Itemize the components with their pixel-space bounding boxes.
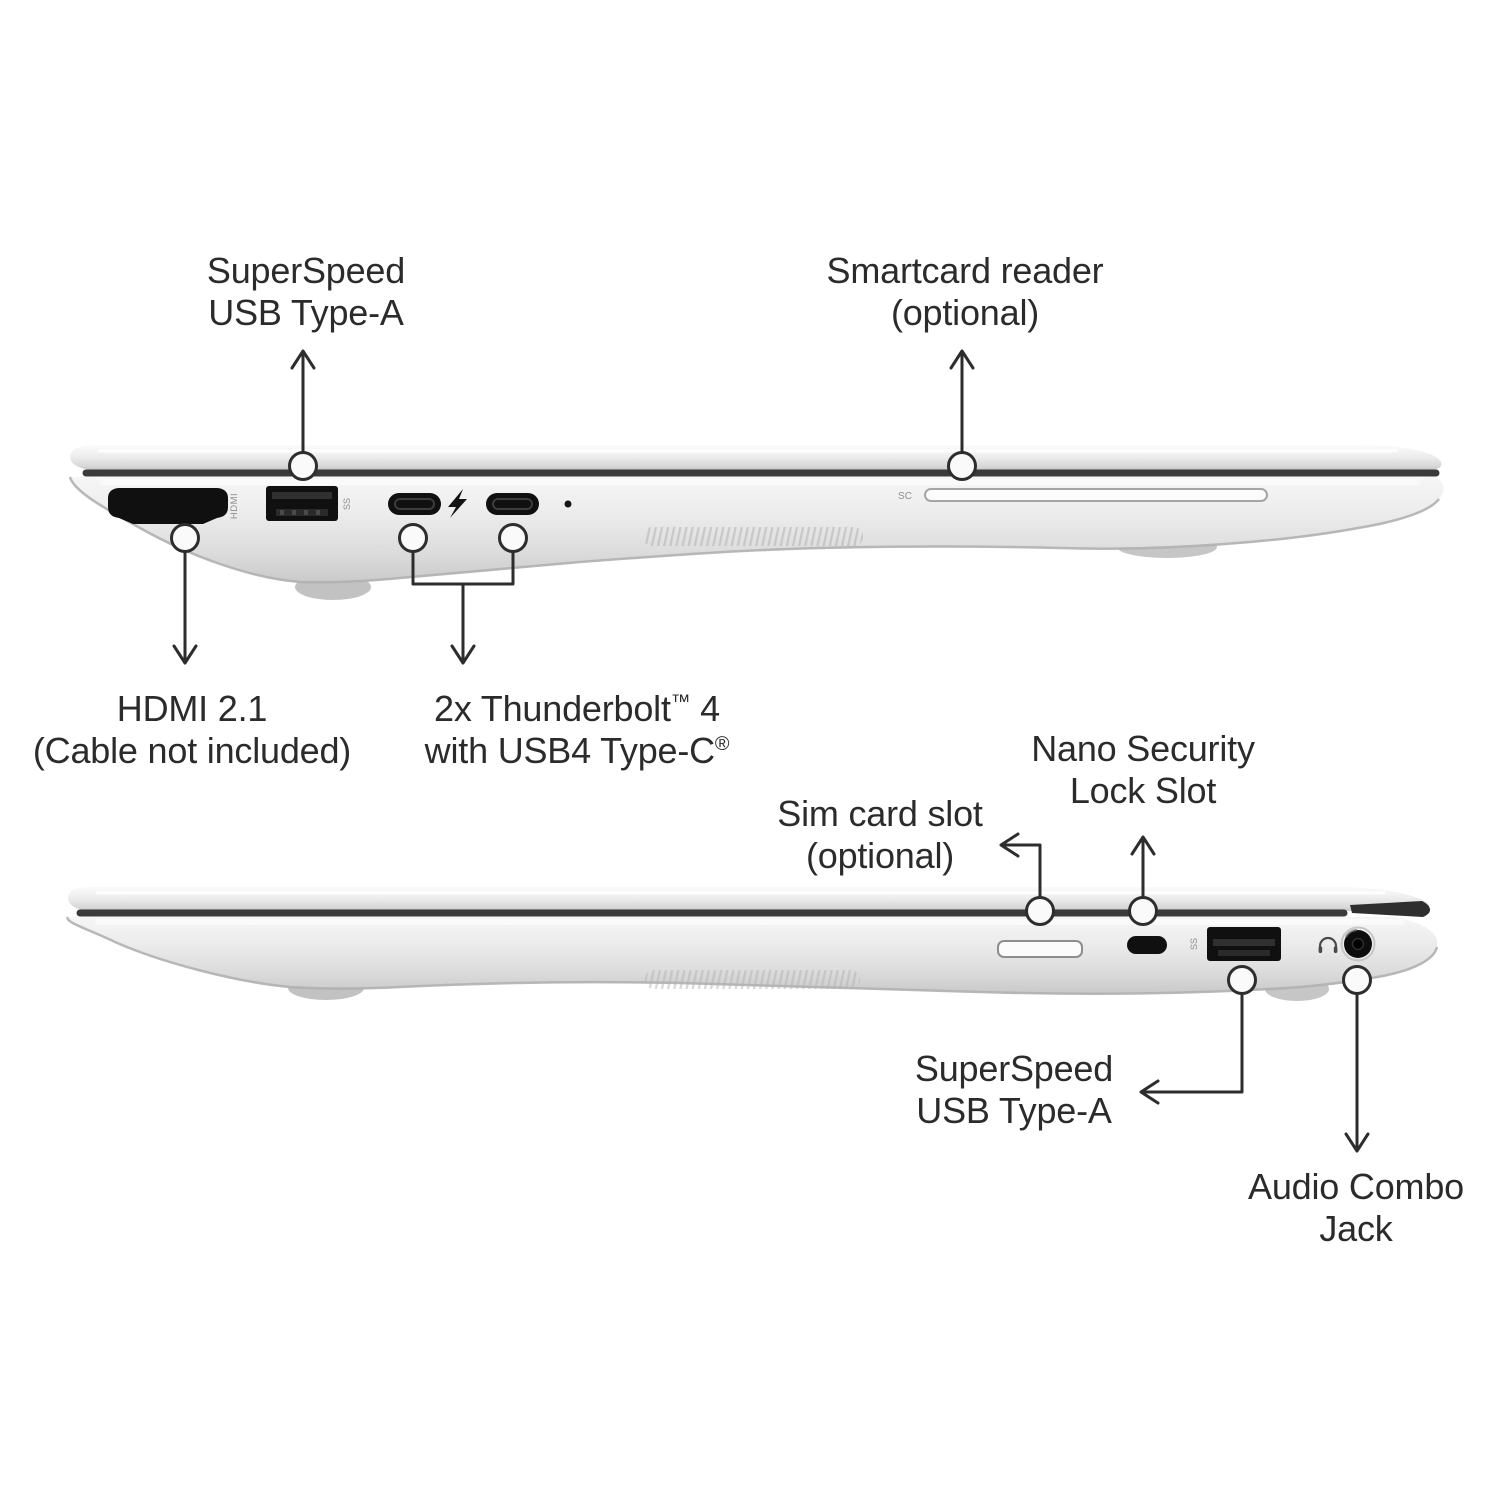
label-line: USB Type-A	[916, 1090, 1112, 1131]
callout-label-smartcard: Smartcard reader (optional)	[827, 250, 1104, 334]
callout-label-thunderbolt: 2x Thunderbolt™ 4 with USB4 Type-C®	[425, 688, 730, 772]
port-marker-circle	[1025, 896, 1055, 926]
port-marker-circle	[498, 523, 528, 553]
lid-highlight	[96, 891, 1386, 895]
port-marker-circle	[170, 523, 200, 553]
audio-combo-jack	[1340, 926, 1376, 962]
callout-arrow-usb-a-bottom	[1139, 965, 1257, 1105]
callout-label-sim: Sim card slot (optional)	[777, 793, 983, 877]
base-top-highlight	[95, 919, 1405, 925]
port-marker-circle	[1128, 896, 1158, 926]
usb-port-marking: SS	[1189, 938, 1199, 950]
label-line: HDMI 2.1	[116, 688, 268, 729]
laptop-underside-edge	[68, 476, 1440, 584]
lid-highlight	[98, 449, 1398, 453]
usb-port-marking: SS	[342, 498, 352, 510]
label-line: with USB4 Type-C®	[424, 730, 730, 771]
laptop-lid	[67, 887, 1430, 911]
thunderbolt-lightning-icon	[448, 489, 467, 518]
smartcard-marking: SC	[898, 491, 912, 502]
sim-card-slot	[997, 940, 1083, 958]
callout-arrow-thunderbolt	[398, 523, 528, 665]
callout-label-nano-lock: Nano Security Lock Slot	[1031, 728, 1255, 812]
callout-label-hdmi: HDMI 2.1 (Cable not included)	[33, 688, 351, 772]
label-line: (optional)	[805, 835, 955, 876]
port-marker-circle	[1342, 965, 1372, 995]
label-line: Jack	[1319, 1208, 1393, 1249]
label-line: (Cable not included)	[32, 730, 352, 771]
callout-arrow-nano-lock	[1128, 835, 1158, 926]
port-marker-circle	[1227, 965, 1257, 995]
base-top-highlight	[100, 479, 1420, 485]
label-line: (optional)	[890, 292, 1040, 333]
usb-a-port-right: SS	[1189, 927, 1281, 961]
thunderbolt-port-1	[388, 493, 441, 515]
smartcard-slot: SC	[898, 488, 1268, 502]
port-marker-circle	[947, 451, 977, 481]
label-line: USB Type-A	[208, 292, 404, 333]
label-line: SuperSpeed	[206, 250, 406, 291]
callout-arrow-smartcard	[947, 349, 977, 481]
label-line: SuperSpeed	[914, 1048, 1114, 1089]
callout-arrow-audio	[1342, 965, 1372, 1153]
label-line: Lock Slot	[1069, 770, 1217, 811]
port-marker-circle	[288, 451, 318, 481]
label-line: Sim card slot	[777, 793, 983, 834]
usb-a-port-left: SS	[266, 486, 352, 521]
laptop-base	[67, 917, 1438, 994]
callout-label-usb-a-top: SuperSpeed USB Type-A	[207, 250, 405, 334]
laptop-lid	[70, 445, 1442, 470]
callout-arrow-hdmi	[170, 523, 200, 665]
laptop-left-side-view: HDMI SS	[68, 445, 1444, 600]
label-line: 2x Thunderbolt™ 4	[434, 688, 720, 729]
label-line: Nano Security	[1031, 728, 1255, 769]
hdmi-port: HDMI	[108, 488, 240, 524]
port-marker-circle	[398, 523, 428, 553]
speaker-grille	[643, 527, 863, 546]
label-line: Audio Combo	[1248, 1166, 1464, 1207]
hdmi-port-marking: HDMI	[229, 493, 240, 519]
status-led-dot	[564, 500, 572, 508]
laptop-right-side-view: SS	[66, 887, 1439, 1001]
callout-label-usb-a-bottom: SuperSpeed USB Type-A	[915, 1048, 1113, 1132]
callout-arrow-usb-a-top	[288, 349, 318, 481]
callout-arrow-sim	[999, 832, 1055, 926]
thunderbolt-port-2	[486, 493, 539, 515]
speaker-grille	[645, 970, 860, 989]
callout-label-audio: Audio Combo Jack	[1248, 1166, 1464, 1250]
headphone-icon	[1318, 936, 1338, 953]
hinge-corner-shadow	[1350, 901, 1431, 917]
label-line: Smartcard reader	[826, 250, 1104, 291]
nano-security-lock-slot	[1127, 936, 1167, 954]
